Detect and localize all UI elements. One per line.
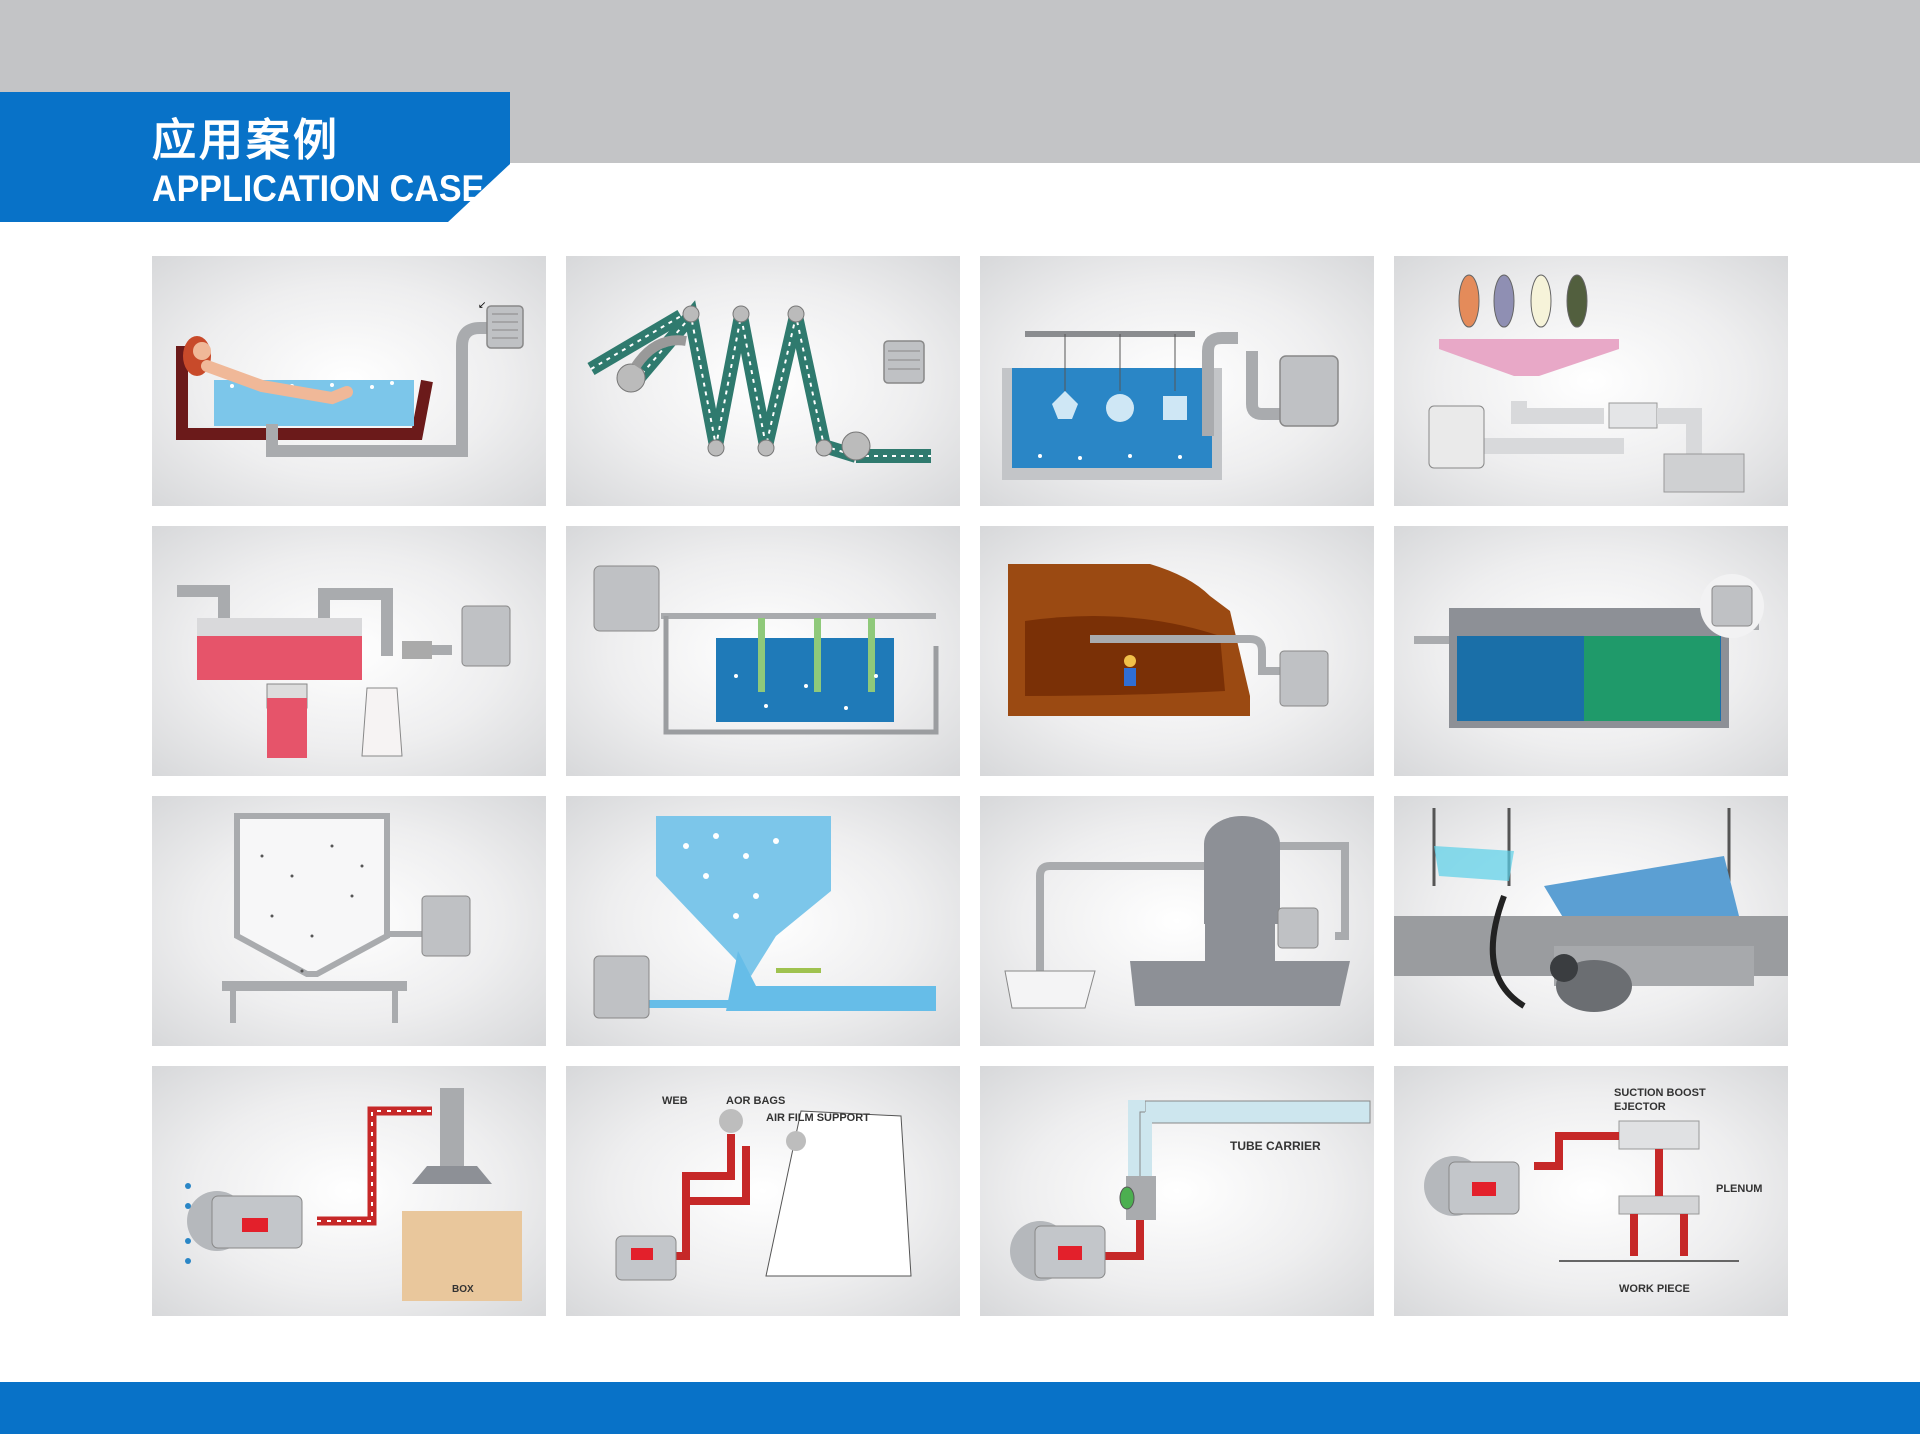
label-work-piece: WORK PIECE [1619,1283,1690,1295]
web-air-film-diagram: WEB AOR BAGS AIR FILM SUPPORT [615,1095,912,1281]
circulation-tank-diagram [1414,574,1764,728]
hopper-filter-diagram [1428,274,1745,493]
case-panel-web-air-film: WEB AOR BAGS AIR FILM SUPPORT [566,1066,960,1316]
case-panel-bathtub-spa: ↙ [152,256,546,506]
label-ejector: EJECTOR [1614,1101,1666,1113]
label-suction-boost: SUCTION BOOST [1614,1087,1706,1099]
box-exhaust-diagram: BOX [185,1088,522,1301]
wash-tank-diagram [1394,808,1788,1012]
case-panel-suction-ejector: SUCTION BOOST EJECTOR PLENUM WORK PIECE [1394,1066,1788,1316]
case-panel-material-transfer [980,796,1374,1046]
label-plenum: PLENUM [1716,1183,1762,1195]
bottom-blue-bar [0,1382,1920,1434]
case-panel-tube-carrier: TUBE CARRIER [980,1066,1374,1316]
page-title-en: APPLICATION CASE [152,168,485,209]
case-panel-circulation-tank [1394,526,1788,776]
case-panel-wash-tank [1394,796,1788,1046]
label-air-film-support: AIR FILM SUPPORT [766,1112,870,1124]
title-banner [0,92,510,222]
case-panel-dosing-tank [152,526,546,776]
label-tube-carrier: TUBE CARRIER [1230,1139,1321,1153]
case-panel-hopper-filter [1394,256,1788,506]
case-panel-silo-hopper [152,796,546,1046]
tube-carrier-diagram: TUBE CARRIER [1010,1100,1371,1281]
aeration-tank-diagram [593,565,939,735]
case-panel-conveyor-belt [566,256,960,506]
pneumatic-hopper-diagram [593,816,936,1019]
case-panel-pneumatic-hopper [566,796,960,1046]
case-panel-immersion-tank [980,256,1374,506]
label-aor-bags: AOR BAGS [726,1095,785,1107]
material-transfer-diagram [1004,816,1350,1009]
svg-text:↙: ↙ [478,300,486,311]
dosing-tank-diagram [177,585,511,758]
bathtub-spa-diagram: ↙ [176,300,524,457]
case-panel-aeration-tank [566,526,960,776]
silo-hopper-diagram [222,813,471,1023]
tunnel-ventilation-diagram [1008,564,1329,716]
immersion-tank-diagram [1002,331,1339,480]
conveyor-belt-diagram [587,300,931,463]
case-panel-tunnel-ventilation [980,526,1374,776]
page-title-cn: 应用案例 [152,115,340,166]
suction-ejector-diagram: SUCTION BOOST EJECTOR PLENUM WORK PIECE [1424,1087,1762,1295]
label-box: BOX [452,1284,474,1295]
label-web: WEB [662,1095,688,1107]
case-panel-box-exhaust: BOX [152,1066,546,1316]
